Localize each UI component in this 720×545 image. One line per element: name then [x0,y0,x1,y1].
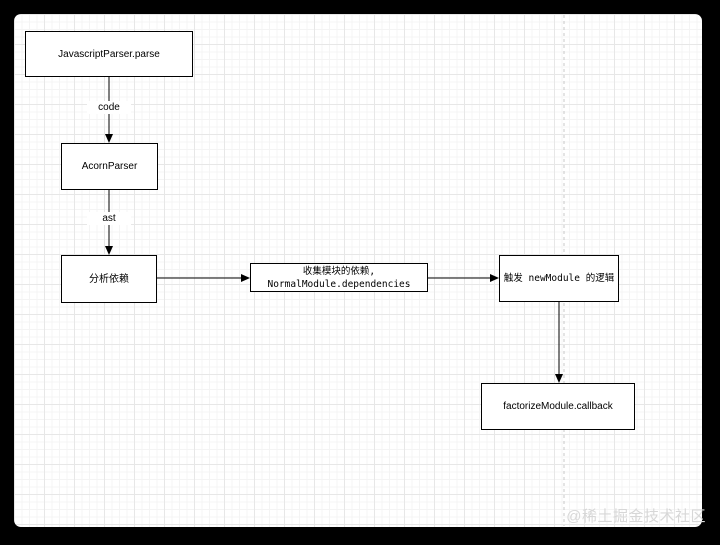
node-factorize-callback-label: factorizeModule.callback [503,401,613,412]
node-collect-deps-label-line1: 收集模块的依赖, [302,265,376,277]
edge-label-ast: ast [87,212,131,225]
node-collect-deps-label-line2: NormalModule.dependencies [267,278,411,290]
node-trigger-newmodule: 触发 newModule 的逻辑 [499,255,619,302]
node-collect-deps: 收集模块的依赖, NormalModule.dependencies [250,263,428,292]
edge-label-code: code [87,101,131,114]
node-acorn-parser: AcornParser [61,143,158,190]
node-trigger-newmodule-label: 触发 newModule 的逻辑 [503,273,615,284]
node-javascript-parser: JavascriptParser.parse [25,31,193,77]
node-factorize-callback: factorizeModule.callback [481,383,635,430]
node-acorn-parser-label: AcornParser [81,161,138,172]
watermark: @稀土掘金技术社区 [566,508,706,525]
node-javascript-parser-label: JavascriptParser.parse [58,48,160,60]
node-analyze-deps: 分析依赖 [61,255,157,303]
node-analyze-deps-label: 分析依赖 [89,273,129,285]
